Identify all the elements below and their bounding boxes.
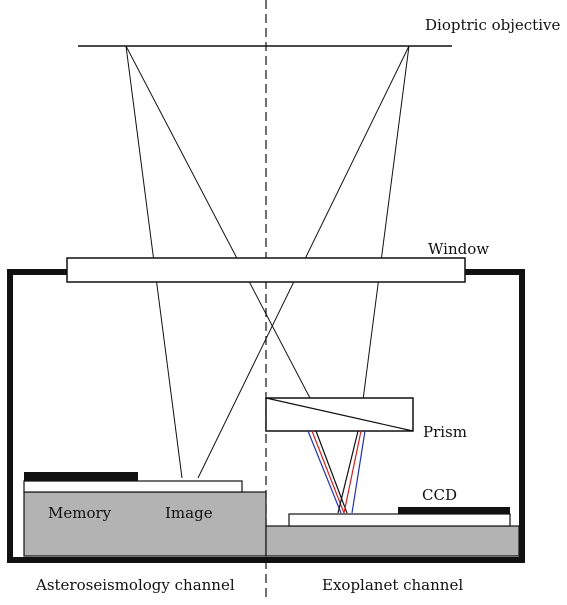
exoplanet-base [265,525,520,557]
ray-dispersed-3 [315,430,348,514]
label-prism: Prism [423,423,467,441]
ray-dispersed-4 [343,430,362,514]
label-image: Image [165,504,213,522]
ray-dispersed-6 [337,430,359,514]
ray-dispersed-5 [351,430,366,514]
ray-dispersed-1 [311,430,345,514]
ccd-image-strip [288,513,511,527]
label-dioptric-objective: Dioptric objective [425,16,560,34]
window-plate [66,257,466,283]
label-asteroseismology-channel: Asteroseismology channel [35,576,235,594]
label-window: Window [428,240,489,258]
label-ccd: CCD [422,486,457,504]
dispersed-rays [307,430,366,514]
label-exoplanet-channel: Exoplanet channel [322,576,463,594]
ray-dispersed-2 [307,430,342,514]
ccd-memory-strip [398,507,510,514]
asteroseismology-base [23,491,267,557]
image-strip [23,480,243,493]
ray-right-outer [362,45,410,401]
memory-strip [24,472,138,481]
prism-diagonal [265,397,414,432]
label-memory: Memory [48,504,112,522]
ray-right-inner [125,45,312,401]
